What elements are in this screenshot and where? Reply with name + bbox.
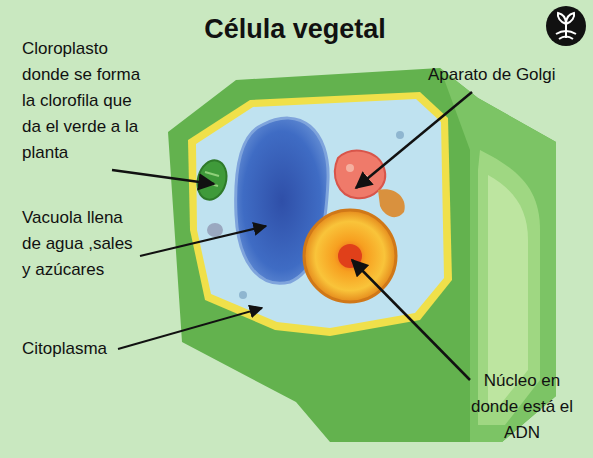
reticulum [378, 189, 405, 217]
chloroplast [193, 157, 230, 203]
nucleolus [338, 244, 362, 268]
leader-line [118, 308, 262, 349]
part-label: Aparato de Golgi [428, 62, 556, 88]
side-band-light [488, 175, 528, 405]
cell-membrane [188, 92, 452, 336]
cytoplasm [196, 99, 444, 328]
nucleus [304, 210, 396, 302]
leader-line [352, 260, 470, 380]
part-label: Citoplasma [22, 336, 107, 362]
golgi [335, 151, 385, 198]
part-label: Núcleo en donde está el ADN [467, 368, 577, 446]
leader-line [356, 92, 472, 188]
part-label: Cloroplasto donde se forma la clorofila … [22, 36, 146, 166]
logo [546, 6, 586, 46]
diagram-title: Célula vegetal [145, 12, 445, 46]
leader-line [140, 226, 266, 256]
part-label: Vacuola llena de agua ,sales y azúcares [22, 205, 138, 283]
leader-line [112, 170, 214, 184]
